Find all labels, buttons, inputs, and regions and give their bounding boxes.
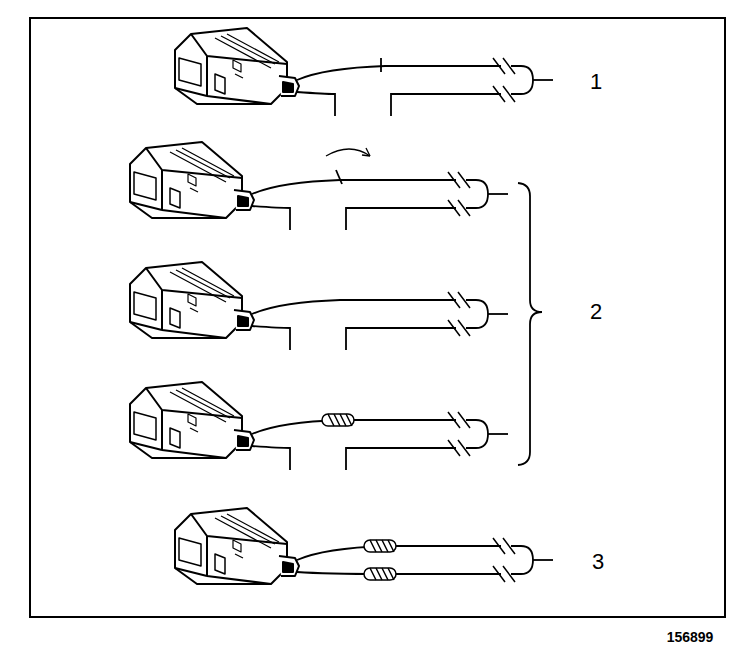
connector-row-3 bbox=[175, 508, 553, 584]
callout-number: 1 bbox=[590, 71, 602, 93]
callout-number: 3 bbox=[592, 551, 604, 573]
connector-row-2a bbox=[130, 142, 508, 230]
callout-number: 2 bbox=[590, 301, 602, 323]
connector-row-2b bbox=[130, 262, 508, 350]
connector-row-1 bbox=[175, 28, 553, 116]
connector-row-2c bbox=[130, 382, 508, 470]
frame-border bbox=[30, 18, 725, 617]
figure-number: 156899 bbox=[667, 630, 714, 644]
group-bracket bbox=[518, 183, 542, 465]
